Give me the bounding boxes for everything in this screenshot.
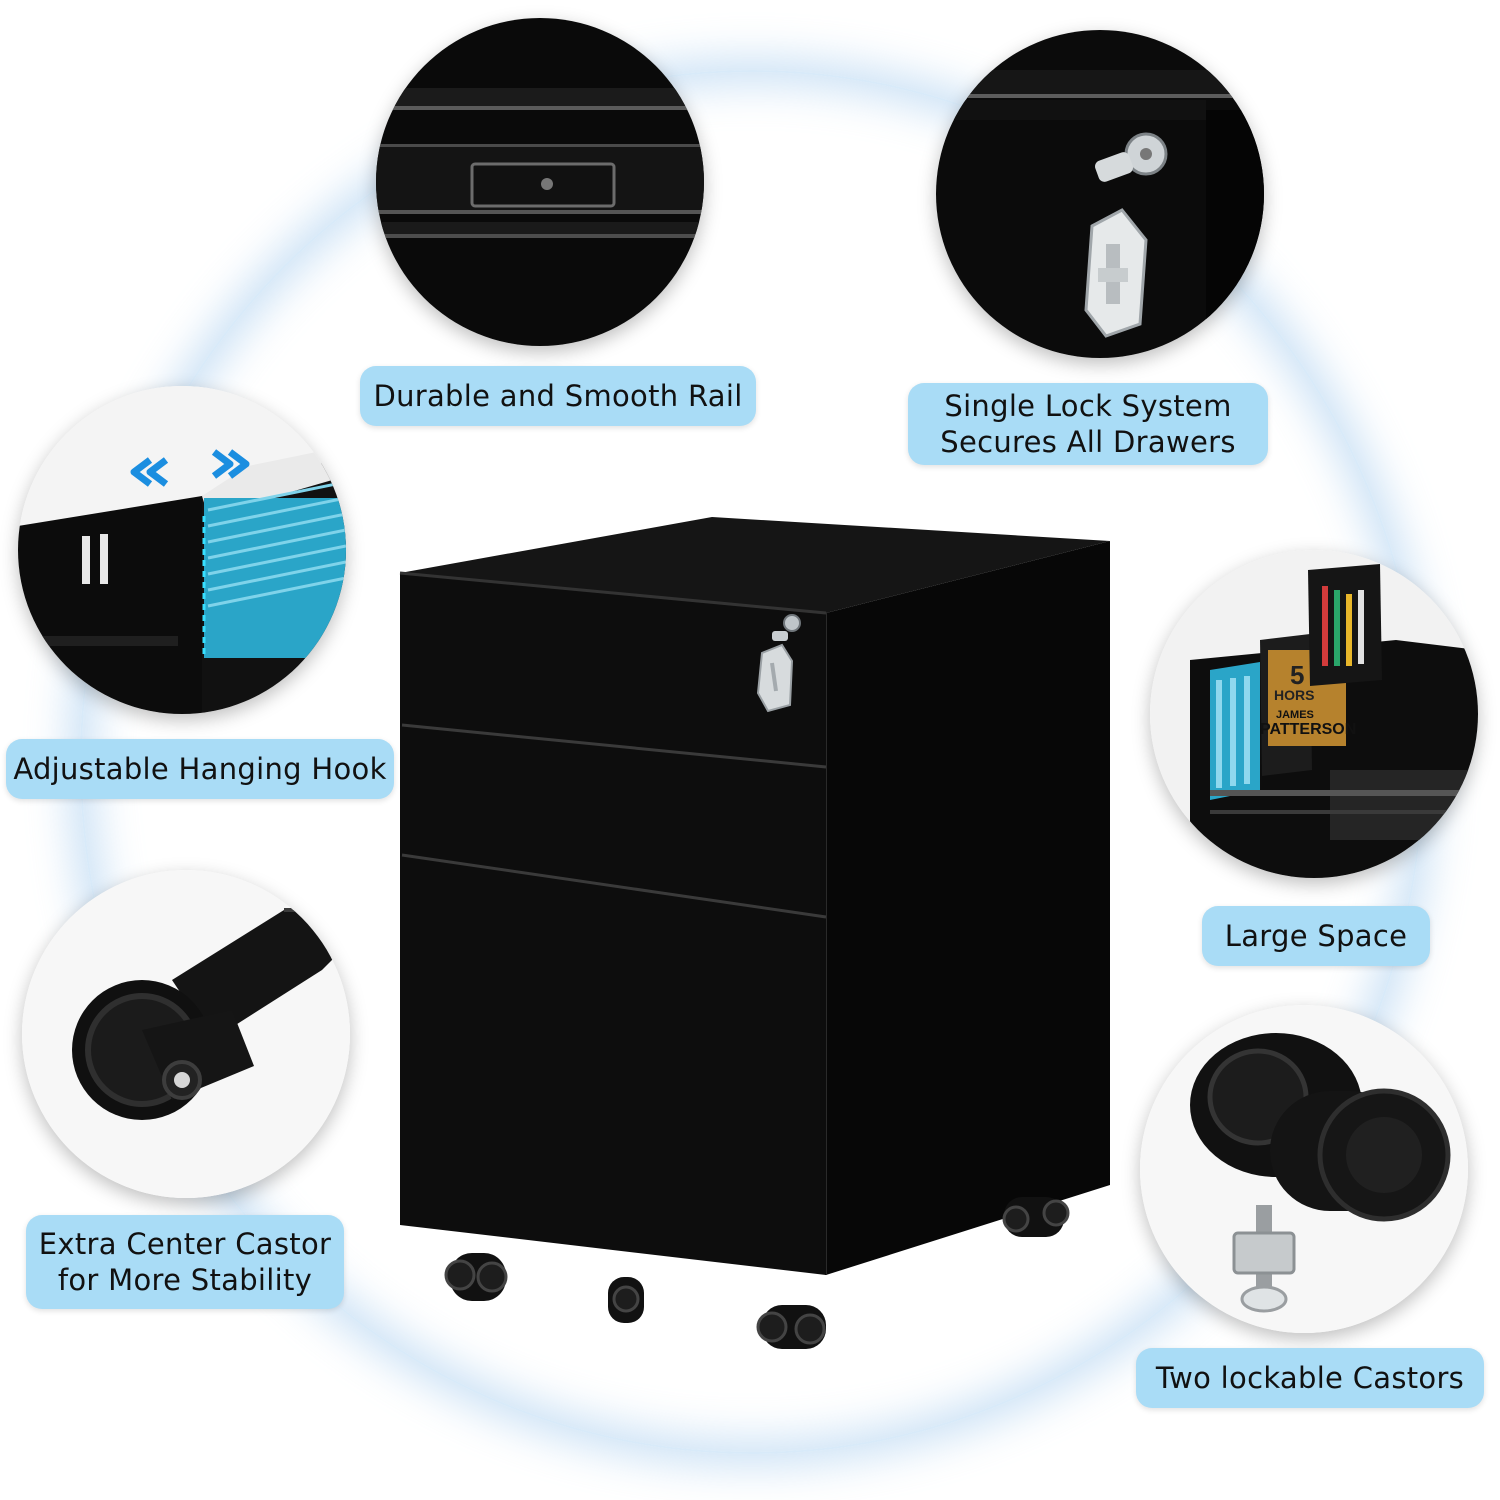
book-author-last: PATTERSON — [1260, 721, 1356, 738]
feature-label-rail: Durable and Smooth Rail — [360, 366, 756, 426]
feature-label-lock-line1: Single Lock System — [944, 389, 1232, 423]
book-title: HORS — [1274, 687, 1314, 703]
book-number: 5 — [1290, 660, 1304, 690]
chevron-left-double-icon — [130, 457, 169, 487]
lock-closeup-image — [936, 30, 1264, 358]
book-author-first: JAMES — [1276, 709, 1314, 721]
feature-label-space-line1: Large Space — [1224, 919, 1408, 953]
lockable-castor-closeup-image — [1140, 1005, 1468, 1333]
center-castor-closeup-image — [22, 870, 350, 1198]
feature-label-castor-center-line2: for More Stability — [57, 1263, 313, 1297]
rail-closeup-image — [376, 18, 704, 346]
lock-closeup-circle — [936, 30, 1264, 358]
feature-label-castor-center: Extra Center Castor for More Stability — [26, 1215, 344, 1309]
feature-label-castor-lock-line1: Two lockable Castors — [1155, 1361, 1465, 1395]
feature-label-space: Large Space — [1202, 906, 1430, 966]
hanging-hook-closeup-image — [18, 386, 346, 714]
center-castor-closeup-circle — [22, 870, 350, 1198]
hanging-hook-closeup-circle — [18, 386, 346, 714]
feature-label-castor-lock: Two lockable Castors — [1136, 1348, 1484, 1408]
cabinet-side — [826, 541, 1110, 1275]
feature-label-rail-line1: Durable and Smooth Rail — [373, 379, 743, 413]
feature-label-castor-center-line1: Extra Center Castor — [38, 1227, 332, 1261]
filing-cabinet — [399, 517, 1110, 1349]
feature-label-hook: Adjustable Hanging Hook — [6, 739, 394, 799]
lockable-castor-closeup-circle — [1140, 1005, 1468, 1333]
feature-label-hook-line1: Adjustable Hanging Hook — [13, 752, 387, 786]
large-space-closeup-circle: 5 HORS JAMES PATTERSON — [1150, 550, 1478, 878]
rail-closeup-circle — [376, 18, 704, 346]
feature-label-lock-line2: Secures All Drawers — [940, 425, 1236, 459]
cabinet-front — [400, 573, 826, 1275]
chevron-right-double-icon — [211, 449, 250, 479]
large-space-closeup-image: 5 HORS JAMES PATTERSON — [1150, 550, 1478, 878]
cabinet-castors — [444, 1197, 1070, 1349]
feature-label-lock: Single Lock System Secures All Drawers — [908, 383, 1268, 465]
cabinet-lock — [756, 614, 801, 713]
